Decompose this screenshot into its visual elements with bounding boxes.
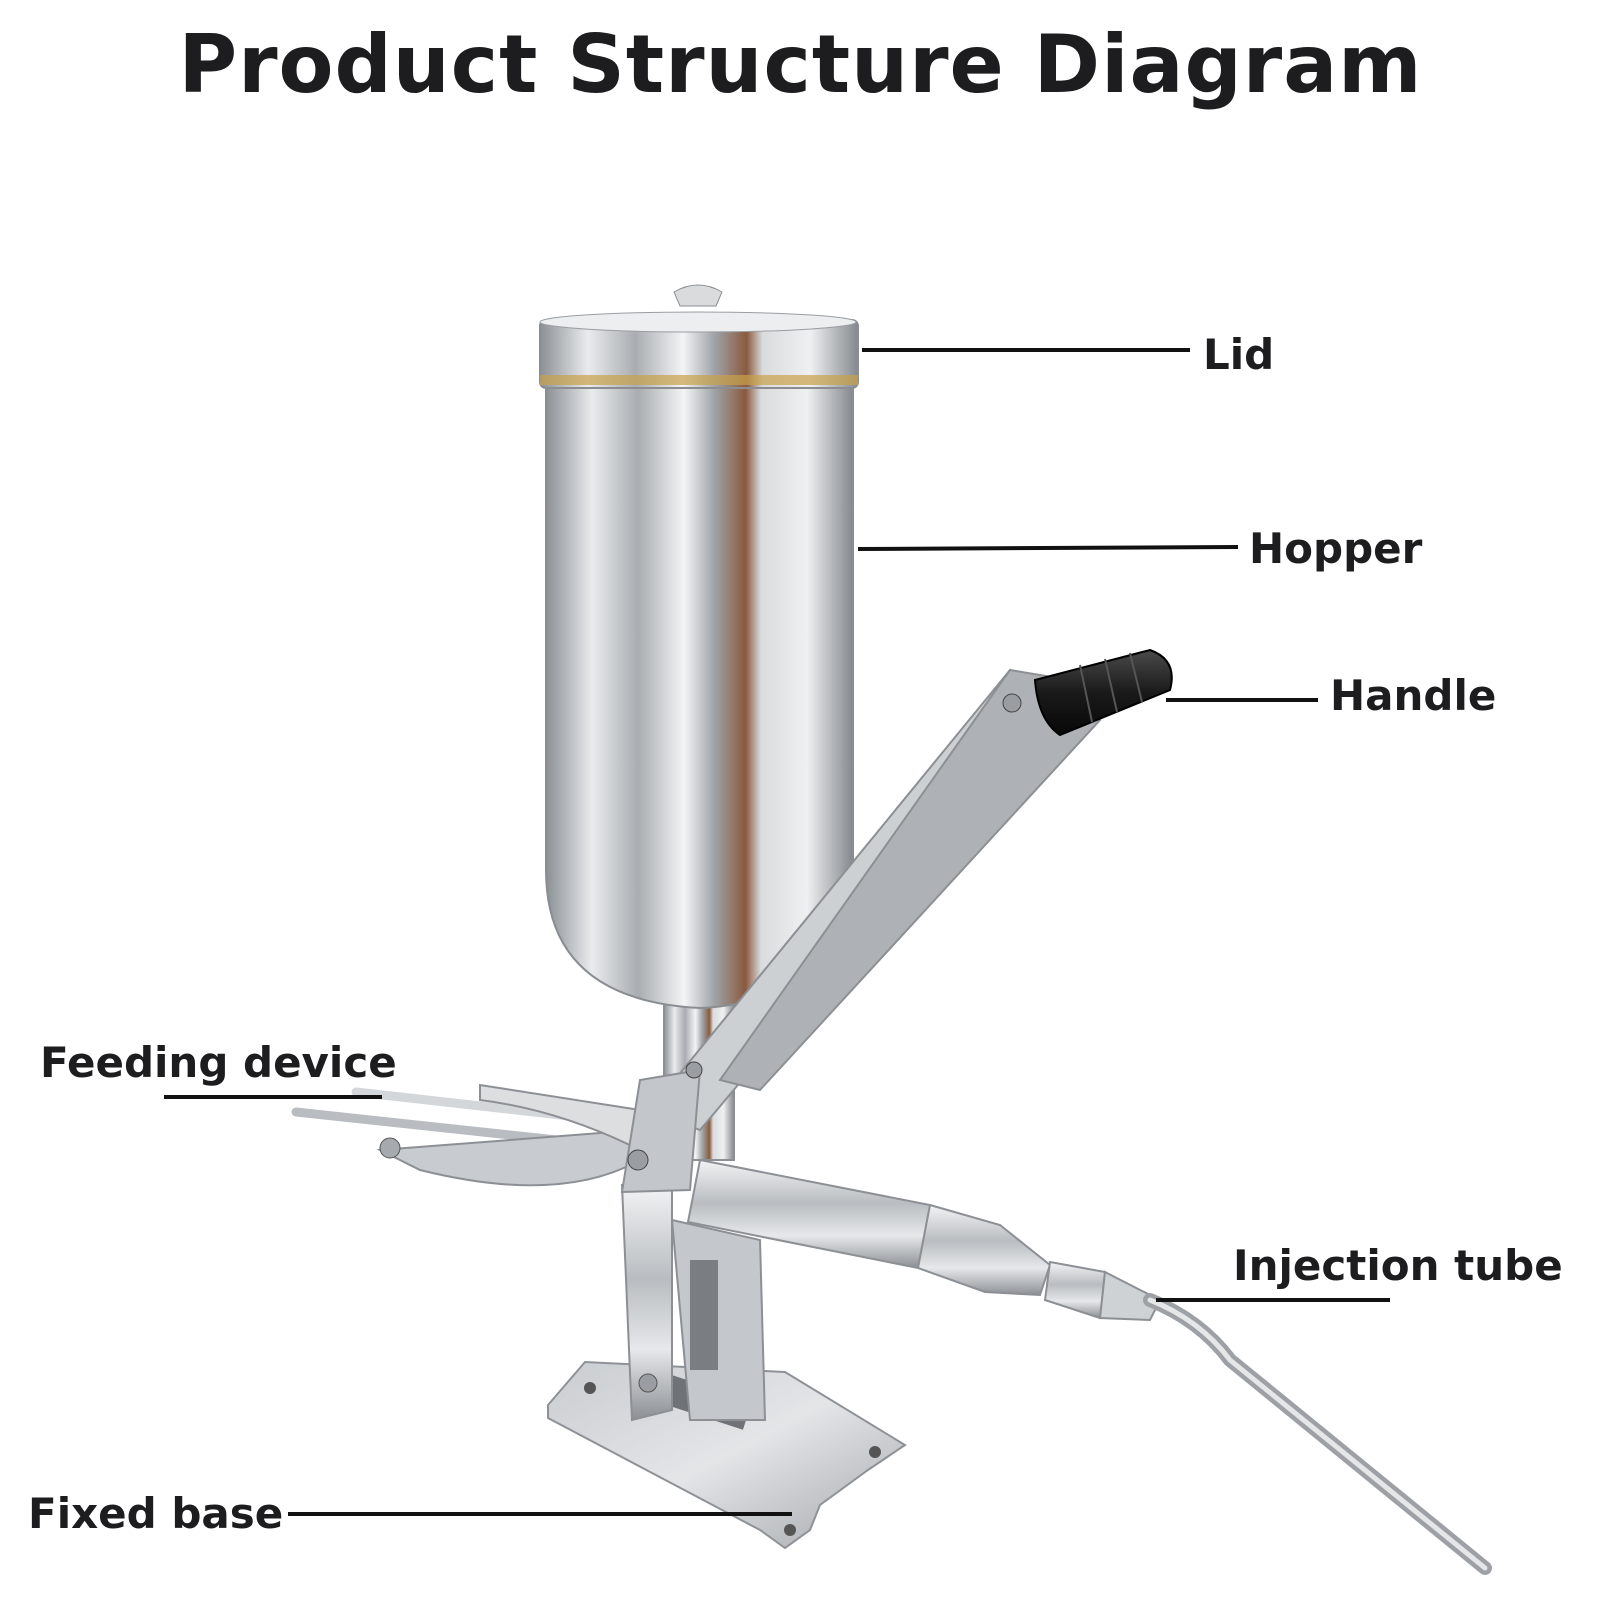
label-feeding-device: Feeding device [40, 1038, 397, 1087]
injection-tube-shape [686, 1158, 1492, 1575]
label-injection-tube: Injection tube [1233, 1241, 1563, 1290]
label-fixed-base: Fixed base [28, 1489, 284, 1538]
hopper-leader-line [857, 545, 1239, 551]
lid-shape [539, 284, 859, 389]
feeding-device-shape [291, 1083, 655, 1187]
hopper-shape [545, 381, 854, 1010]
support-frame-shape [620, 1184, 767, 1422]
label-hopper: Hopper [1249, 524, 1423, 573]
label-lid: Lid [1203, 330, 1275, 379]
diagram-title: Product Structure Diagram [178, 18, 1423, 111]
handle-shape [620, 648, 1173, 1194]
label-handle: Handle [1330, 671, 1497, 720]
